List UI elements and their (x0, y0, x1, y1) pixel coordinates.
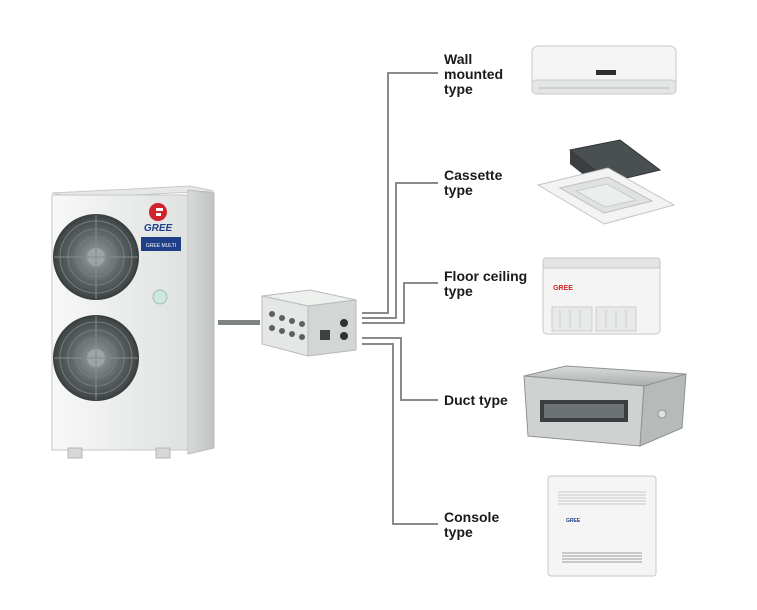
main-pipe (218, 320, 260, 325)
panel-badge-text: GREE MULTI (146, 243, 176, 249)
label-console: Console type (444, 509, 500, 540)
pipe-lines (362, 72, 438, 525)
pipe-to-wall-unit (362, 72, 438, 314)
branch-box (261, 289, 357, 357)
gree-logo: GREE (144, 203, 173, 234)
wall-mounted-unit (531, 45, 677, 95)
fan-grille-top (53, 214, 139, 300)
floor-ceiling-logo: GREE (553, 285, 573, 292)
fan-grille-bottom (53, 315, 139, 401)
pipe-to-duct (362, 337, 438, 401)
duct-unit (523, 365, 687, 447)
pipe-to-cassette (362, 182, 438, 319)
console-unit: GREE (547, 475, 657, 577)
label-wall-mounted: Wall mounted type (444, 51, 504, 97)
pipe-to-floor-ceiling (362, 282, 438, 324)
label-floor-ceiling: Floor ceiling type (444, 268, 528, 299)
floor-ceiling-unit: GREE (542, 257, 661, 335)
cassette-unit (536, 139, 676, 225)
gree-logo-text: GREE (144, 223, 173, 234)
energy-sticker (152, 289, 168, 305)
outdoor-unit: GREE GREE MULTI (51, 185, 215, 459)
label-duct: Duct type (444, 392, 508, 408)
label-cassette: Cassette type (444, 167, 503, 198)
panel-badge (141, 237, 181, 251)
console-logo: GREE (566, 518, 581, 524)
pipe-to-console (362, 343, 438, 525)
